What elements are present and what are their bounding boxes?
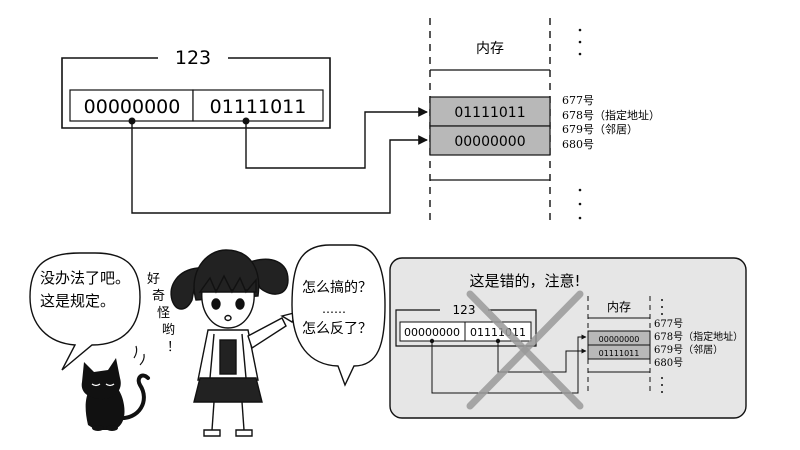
wrong-low-arrow <box>497 341 587 373</box>
girl-illustration <box>170 249 300 437</box>
girl-speech-bubble: 怎么搞的？ …… 怎么反了？ <box>291 244 386 387</box>
low-byte-arrow <box>245 107 428 169</box>
memory-title: 内存 <box>476 41 504 57</box>
black-cat-illustration <box>81 345 150 431</box>
addr-678-label: 678号（指定地址） <box>562 108 660 122</box>
memory-cell-679 <box>429 125 551 156</box>
low-byte-text: 01111011 <box>210 96 307 118</box>
memory-cell-678 <box>429 96 551 127</box>
cat-speech-bubble: 没办法了吧。 这是规定。 <box>29 252 141 371</box>
top-diagram: 123 00000000 01111011 内存 01111011 000000… <box>61 18 660 225</box>
thought-char: 怪 <box>157 306 170 321</box>
cross-mark-stroke-2 <box>466 290 584 410</box>
wrong-low-byte-text: 01111011 <box>470 326 526 339</box>
wrong-value-frame <box>395 309 537 347</box>
cat-bubble-line1: 没办法了吧。 <box>40 269 130 287</box>
wrong-high-arrow <box>431 334 587 394</box>
value-label: 123 <box>175 47 211 69</box>
wrong-addr-679: 679号（邻居） <box>654 343 723 356</box>
girl-bubble-line1: 怎么搞的？ <box>302 280 372 296</box>
ellipsis-dots <box>578 28 582 220</box>
wrong-panel-title: 这是错的，注意! <box>469 272 580 290</box>
wrong-panel-frame <box>389 257 747 419</box>
low-byte-box <box>192 89 324 122</box>
thought-char: 奇 <box>152 288 165 304</box>
cat-bubble-line2: 这是规定。 <box>40 292 115 310</box>
addr-679-label: 679号（邻居） <box>562 123 638 136</box>
wrong-addr-677: 677号 <box>654 318 683 330</box>
cell-upper-text: 01111011 <box>454 105 525 121</box>
wrong-addr-678: 678号（指定地址） <box>654 330 743 343</box>
cell-lower-text: 00000000 <box>454 134 525 150</box>
wrong-example-panel: 这是错的，注意! 123 00000000 01111011 内存 000000… <box>389 257 747 419</box>
wrong-cell-upper-text: 00000000 <box>599 335 640 344</box>
girl-thought-text: 好 奇 怪 哟 ！ <box>147 272 180 355</box>
thought-char: 好 <box>147 272 160 287</box>
thought-char: 哟 <box>162 323 175 338</box>
wrong-memory-title: 内存 <box>607 300 631 314</box>
wrong-cell-lower-text: 01111011 <box>599 349 640 358</box>
addr-677-label: 677号 <box>562 94 594 107</box>
high-byte-arrow <box>131 121 428 214</box>
wrong-value-label: 123 <box>453 303 476 317</box>
wrong-addr-680: 680号 <box>654 357 683 369</box>
value-frame <box>61 57 331 129</box>
wrong-ellipsis-dots <box>661 299 663 393</box>
wrong-high-byte-text: 00000000 <box>404 326 460 339</box>
addr-680-label: 680号 <box>562 138 594 151</box>
girl-bubble-line2: …… <box>322 302 346 316</box>
thought-char: ！ <box>167 340 180 355</box>
wrong-cell-679 <box>587 344 651 360</box>
girl-bubble-line3: 怎么反了？ <box>302 321 372 337</box>
high-byte-text: 00000000 <box>84 96 181 118</box>
